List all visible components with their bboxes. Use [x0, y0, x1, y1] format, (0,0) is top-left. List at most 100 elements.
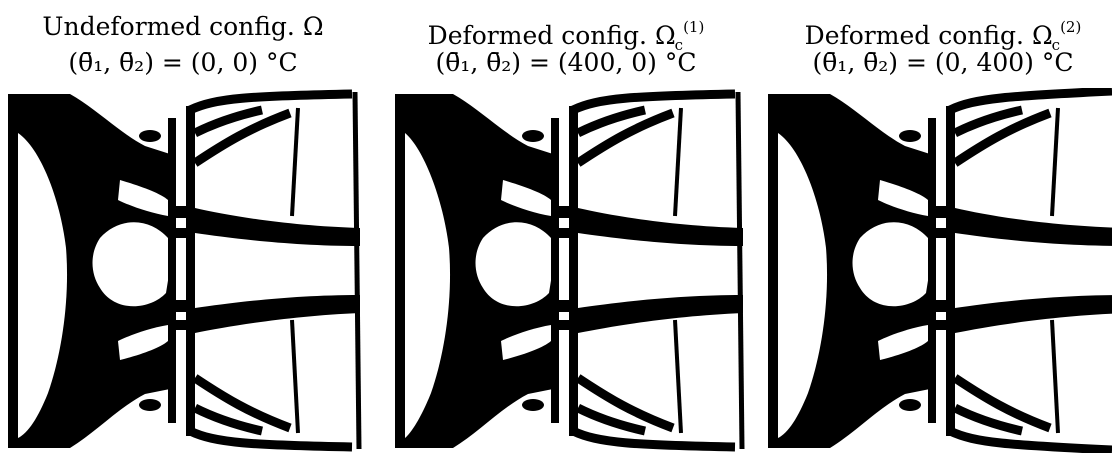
spine-lug [553, 300, 573, 312]
spine-lug [930, 320, 950, 330]
temperature-label: (θ̄₁, θ̄₂) = (400, 0) °C [435, 48, 697, 77]
left-void [778, 133, 828, 438]
left-void [405, 133, 451, 438]
lower-void [501, 325, 551, 360]
lower-void [118, 325, 168, 360]
topology-shape [768, 88, 1112, 453]
title-text: Deformed config. [804, 21, 1032, 50]
structure-group [768, 88, 1112, 453]
bottom-frame [948, 426, 1112, 453]
node-blob [899, 399, 921, 411]
topology-shape [395, 89, 745, 452]
omega-subscript: c [1051, 36, 1061, 54]
strut [192, 108, 292, 167]
top-frame [571, 89, 736, 115]
strut [575, 108, 675, 167]
strut [192, 374, 292, 433]
spine-left [168, 118, 176, 423]
strut [192, 403, 263, 436]
spine-gap [938, 98, 944, 443]
spine-lug [930, 206, 950, 218]
lower-arm [578, 295, 743, 333]
upper-arm [578, 208, 743, 246]
thin-strut [290, 107, 300, 217]
node-blob [522, 130, 544, 142]
title-text: Deformed config. [427, 21, 655, 50]
spine-left [551, 118, 559, 423]
spine-right [186, 106, 195, 436]
panel-title: Undeformed config. Ω [0, 12, 366, 42]
spine-right [569, 106, 578, 436]
thin-strut [673, 107, 683, 217]
node-blob [518, 360, 544, 376]
omega-symbol: Ω [654, 21, 676, 50]
strut [952, 374, 1052, 433]
right-edge [352, 91, 362, 450]
strut [952, 108, 1052, 167]
spine-lug [170, 228, 190, 238]
node-blob [139, 130, 161, 142]
top-frame [188, 89, 353, 115]
node-blob [135, 164, 161, 180]
spine-right [946, 106, 955, 436]
node-blob [895, 164, 921, 180]
spine-left [928, 118, 936, 423]
lower-void [878, 325, 928, 360]
strut [575, 105, 646, 138]
node-blob [522, 399, 544, 411]
strut [952, 105, 1023, 138]
panel-deformed-1: Deformed config. Ωc(1) (θ̄₁, θ̄₂) = (400… [383, 0, 749, 453]
center-void [92, 222, 170, 307]
node-blob [135, 360, 161, 376]
spine-gap [561, 98, 567, 443]
spine-lug [930, 300, 950, 312]
omega-superscript: (2) [1060, 18, 1082, 36]
spine-lug [553, 228, 573, 238]
topology-shape [8, 89, 362, 452]
spine-gap [178, 98, 184, 443]
structure-group [395, 89, 745, 452]
upper-void [878, 180, 928, 216]
left-void [18, 133, 68, 438]
omega-subscript: c [674, 36, 684, 54]
omega-superscript: (1) [683, 18, 705, 36]
node-blob [899, 130, 921, 142]
temperature-label: (θ̄₁, θ̄₂) = (0, 400) °C [812, 48, 1074, 77]
temperature-label: (θ̄₁, θ̄₂) = (0, 0) °C [68, 48, 298, 77]
thin-strut [1050, 107, 1060, 217]
node-blob [139, 399, 161, 411]
spine-lug [170, 206, 190, 218]
strut [192, 105, 263, 138]
spine-lug [170, 300, 190, 312]
upper-void [118, 180, 168, 216]
thin-strut [290, 319, 300, 434]
panel-title: Deformed config. Ωc(1) [383, 12, 749, 60]
center-void [475, 222, 553, 307]
panel-undeformed: Undeformed config. Ω (θ̄₁, θ̄₂) = (0, 0)… [0, 0, 366, 453]
thin-strut [1050, 319, 1060, 434]
omega-symbol: Ω [302, 12, 324, 41]
strut [575, 403, 646, 436]
strut [952, 403, 1023, 436]
title-text: Undeformed config. [42, 12, 303, 41]
top-frame [948, 88, 1112, 115]
spine-lug [170, 320, 190, 330]
structure-group [8, 89, 362, 452]
omega-symbol: Ω [1031, 21, 1053, 50]
panel-title: Deformed config. Ωc(2) [760, 12, 1112, 60]
lower-arm [195, 295, 360, 333]
strut [575, 374, 675, 433]
thin-strut [673, 319, 683, 434]
right-edge [735, 91, 745, 450]
bottom-frame [571, 426, 736, 452]
spine-lug [553, 320, 573, 330]
upper-void [501, 180, 551, 216]
center-void [852, 222, 930, 307]
node-blob [895, 360, 921, 376]
upper-arm [955, 208, 1112, 246]
spine-lug [553, 206, 573, 218]
lower-arm [955, 295, 1112, 333]
spine-lug [930, 228, 950, 238]
upper-arm [195, 208, 360, 246]
bottom-frame [188, 426, 353, 452]
